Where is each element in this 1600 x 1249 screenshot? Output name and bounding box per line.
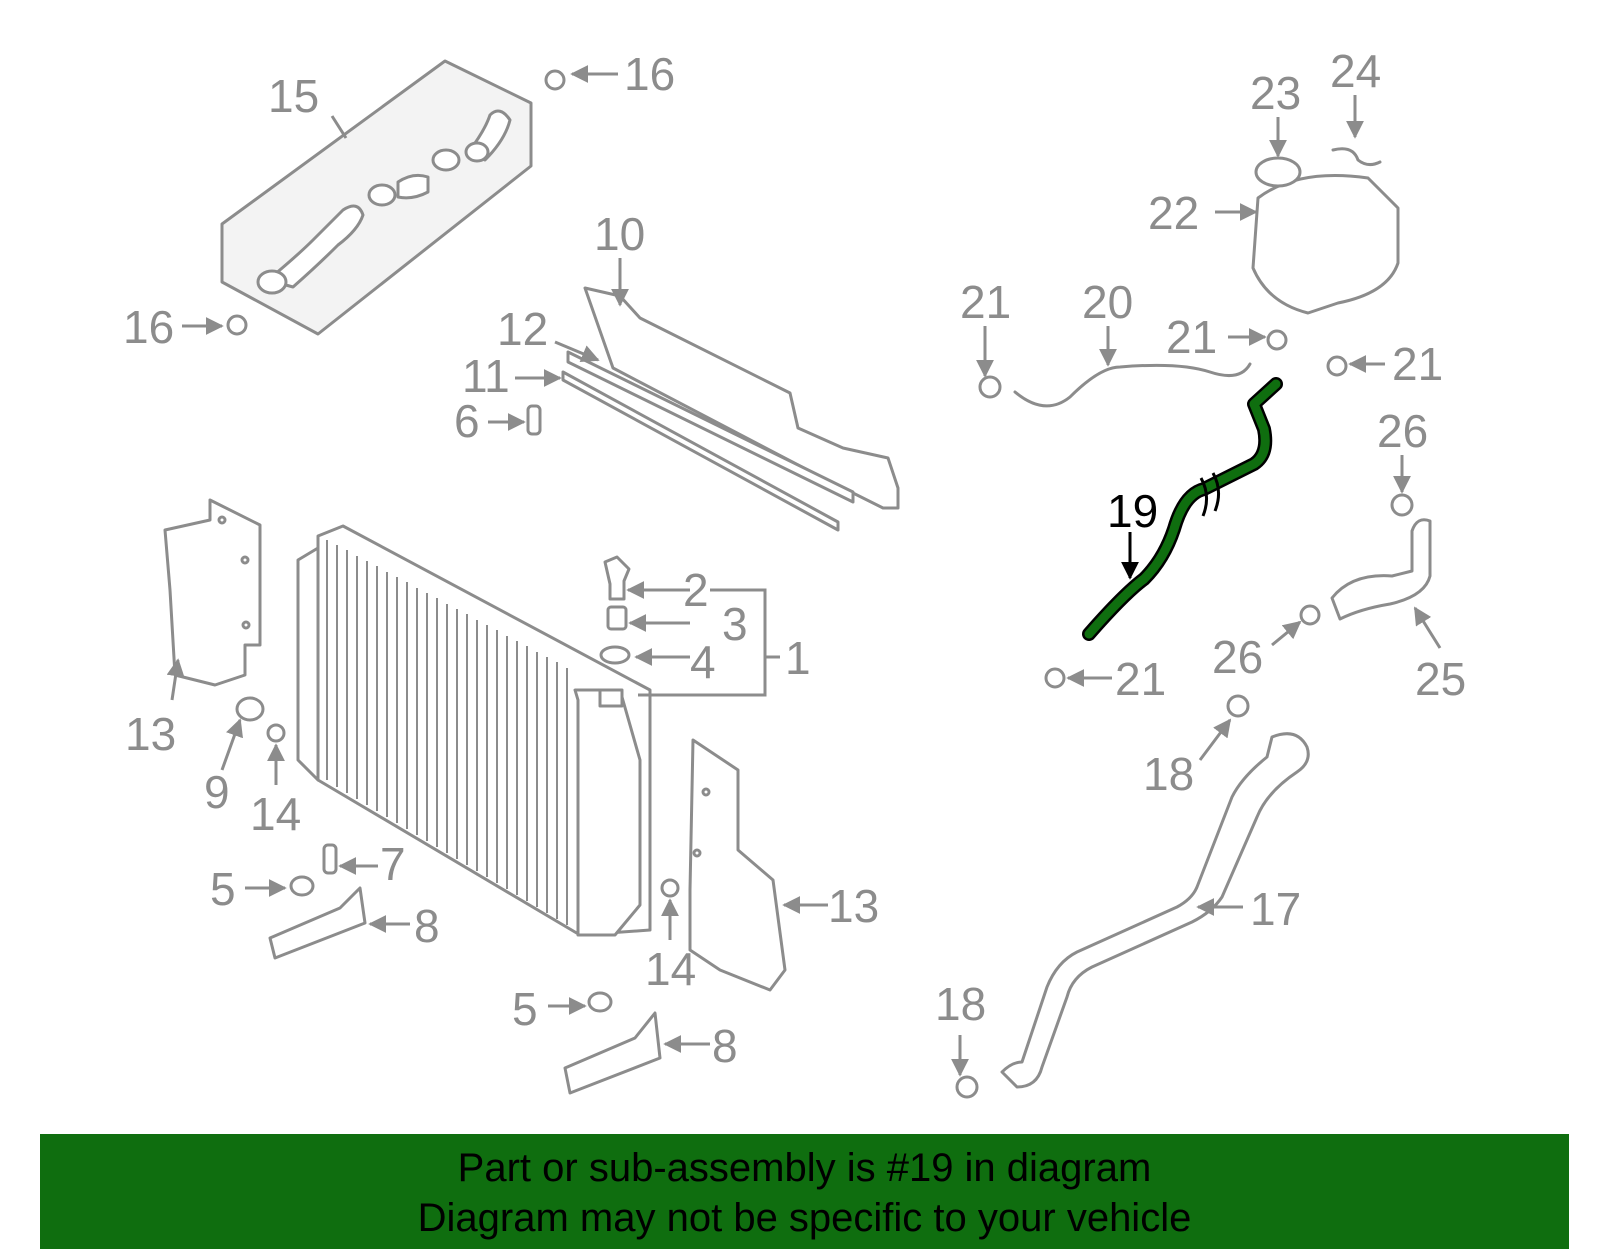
clip-21-a [978,375,1002,399]
callout-13-left: 13 [125,708,176,760]
clip-16-top [544,69,566,91]
hose-kit-panel [220,59,533,336]
banner-line-2: Diagram may not be specific to your vehi… [417,1196,1192,1240]
callout-17: 17 [1250,883,1301,935]
plug-9 [235,696,265,722]
callout-18-bottom: 18 [935,978,986,1030]
deflector-left [163,498,262,687]
deflector-right [688,738,787,992]
callout-1: 1 [785,632,811,684]
clip-18-top [1226,694,1250,718]
callout-15: 15 [268,70,319,122]
callout-18-top: 18 [1143,748,1194,800]
callout-11: 11 [462,350,510,402]
callout-8-left: 8 [414,900,440,952]
grommet-5-bottom [587,991,613,1013]
callout-4: 4 [690,636,716,688]
callout-16-top: 16 [624,48,675,100]
callout-5-bottom: 5 [512,983,538,1035]
clip-21-c [1326,355,1348,377]
callout-26-bottom: 26 [1212,631,1263,683]
hose-19-highlighted [1082,377,1283,641]
cap-2 [603,555,631,601]
radiator [296,524,652,937]
callout-8-bottom: 8 [712,1020,738,1072]
clip-21-d [1044,667,1066,689]
callout-14-right: 14 [645,943,696,995]
pin-6 [526,404,542,436]
callout-9: 9 [204,766,230,818]
clip-18-bottom [955,1075,979,1099]
tank-hose [1331,147,1382,167]
clip-26-top [1390,493,1414,517]
clip-26-bottom [1299,604,1321,626]
info-banner: Part or sub-assembly is #19 in diagram D… [40,1134,1569,1249]
grommet-5-left [289,875,315,897]
callout-6: 6 [454,395,480,447]
upper-baffle [561,286,900,532]
callout-22: 22 [1148,187,1199,239]
callout-21-d: 21 [1115,653,1166,705]
spring-3 [606,605,628,631]
clip-21-b [1266,329,1288,351]
callout-26-top: 26 [1377,405,1428,457]
bracket-8-bottom [563,1011,662,1095]
pin-7 [322,843,338,875]
callout-12: 12 [497,303,548,355]
callout-5-left: 5 [210,863,236,915]
callout-25: 25 [1415,653,1466,705]
callout-13-right: 13 [828,880,879,932]
bracket-8-left [268,886,367,960]
hose-25 [1330,518,1432,621]
callout-21-b: 21 [1166,311,1217,363]
callout-20: 20 [1082,276,1133,328]
callout-14-left: 14 [250,788,301,840]
callout-21-a: 21 [960,276,1011,328]
callout-19: 19 [1107,485,1158,537]
callout-10: 10 [594,208,645,260]
callout-3: 3 [722,598,748,650]
oring-4 [599,645,631,665]
washer-14-left [266,723,286,743]
callout-2: 2 [683,564,709,616]
hose-17 [1000,732,1310,1089]
expansion-tank [1251,174,1400,315]
banner-line-1: Part or sub-assembly is #19 in diagram [457,1146,1152,1190]
washer-14-right [660,878,680,898]
callout-24: 24 [1330,45,1381,97]
hose-20 [1013,362,1252,408]
callout-16-left: 16 [123,301,174,353]
callout-7: 7 [380,838,406,890]
callout-23: 23 [1250,67,1301,119]
clip-16-left [226,314,248,336]
callout-21-c: 21 [1392,338,1443,390]
tank-cap [1254,156,1302,188]
